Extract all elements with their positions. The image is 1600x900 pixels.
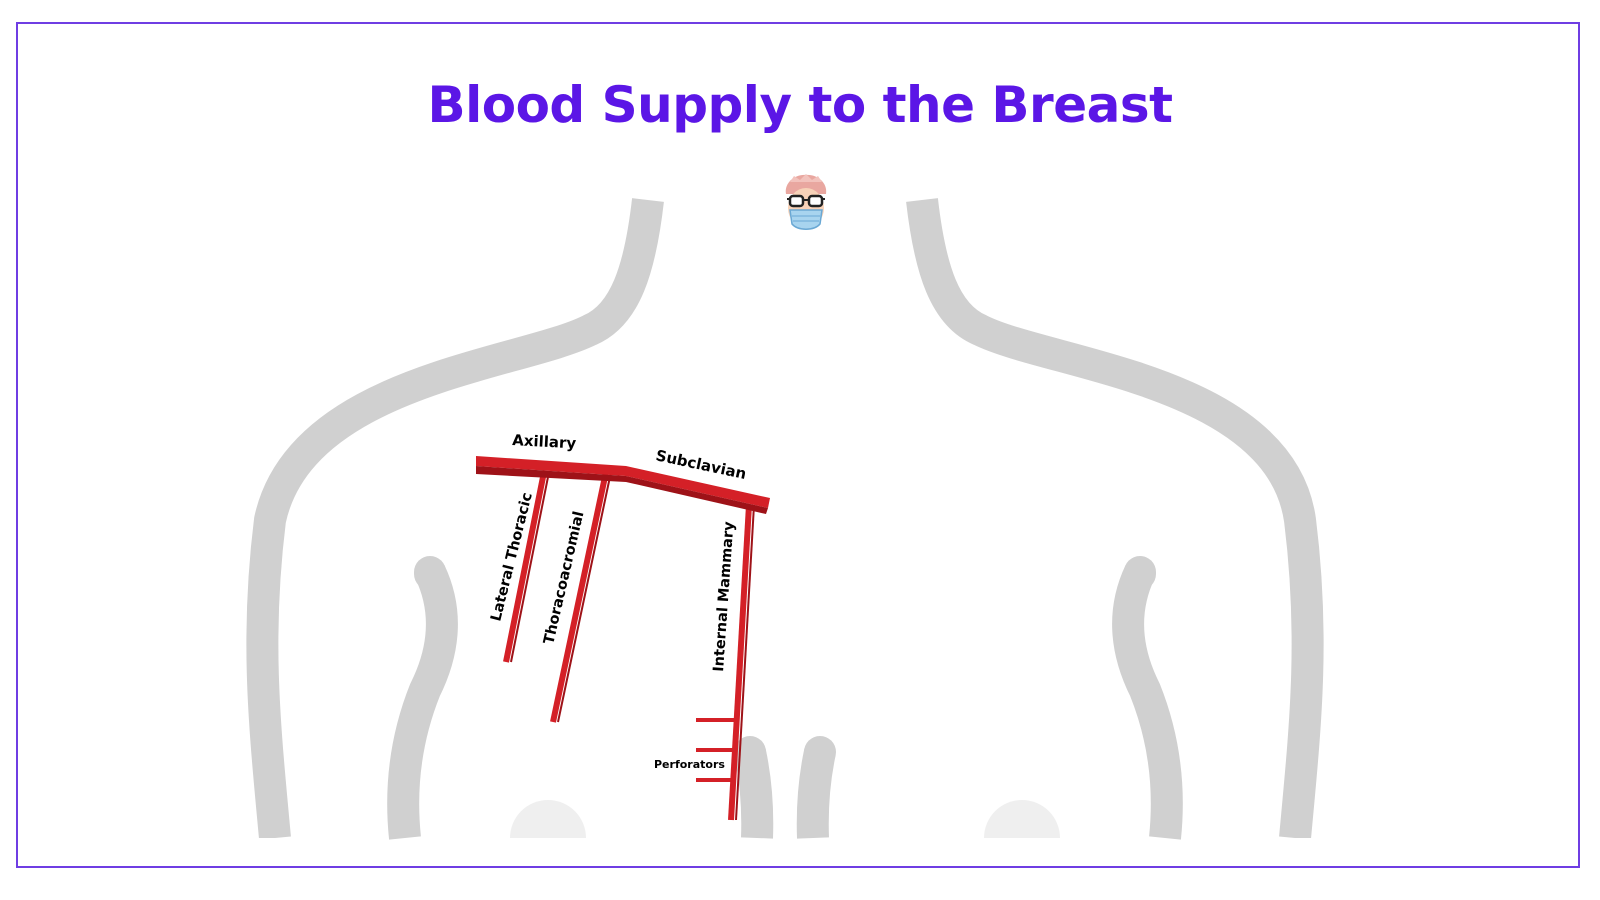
page-title: Blood Supply to the Breast <box>427 76 1173 134</box>
right-body-outline <box>906 198 1324 838</box>
lateral-thoracic-artery <box>503 471 547 663</box>
internal-mammary-artery <box>728 504 752 821</box>
arm-contours <box>387 556 1183 840</box>
torso-outline <box>246 198 1324 838</box>
sternum-contours <box>734 736 836 839</box>
artery-tree <box>476 456 770 821</box>
axillary-artery <box>476 456 626 476</box>
right-nipple <box>984 800 1060 838</box>
internal-mammary-label: Internal Mammary <box>711 520 738 672</box>
thoracoacromial-artery <box>550 471 609 723</box>
nipple-shapes <box>510 800 1060 838</box>
doctor-avatar-icon <box>785 174 827 230</box>
left-axilla-contour <box>387 565 458 840</box>
subclavian-artery <box>626 466 770 508</box>
perforators-label: Perforators <box>654 758 725 771</box>
axillary-label: Axillary <box>512 431 577 452</box>
right-axilla-contour <box>1112 565 1183 840</box>
left-body-outline <box>246 198 664 838</box>
left-nipple <box>510 800 586 838</box>
